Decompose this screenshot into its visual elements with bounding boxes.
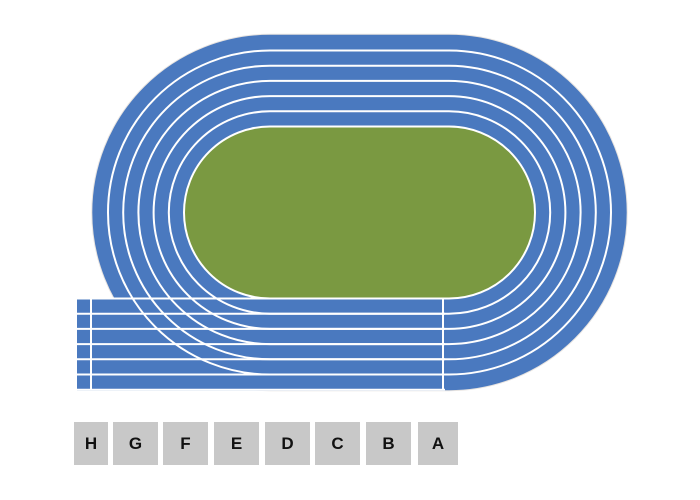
oval-lane-line: [167, 110, 552, 315]
lane-label-g: G: [113, 422, 158, 465]
infield: [183, 125, 536, 300]
oval-lane-line: [152, 95, 567, 330]
lane-label-c: C: [315, 422, 360, 465]
lane-label-b: B: [366, 422, 411, 465]
oval-lane-line: [137, 79, 582, 346]
lane-label-f: F: [163, 422, 208, 465]
lane-label-e: E: [214, 422, 259, 465]
oval-lane-line: [107, 49, 612, 376]
oval-lane-line: [122, 64, 597, 361]
lane-label-a: A: [418, 422, 458, 465]
lane-label-d: D: [265, 422, 310, 465]
lane-label-h: H: [74, 422, 108, 465]
